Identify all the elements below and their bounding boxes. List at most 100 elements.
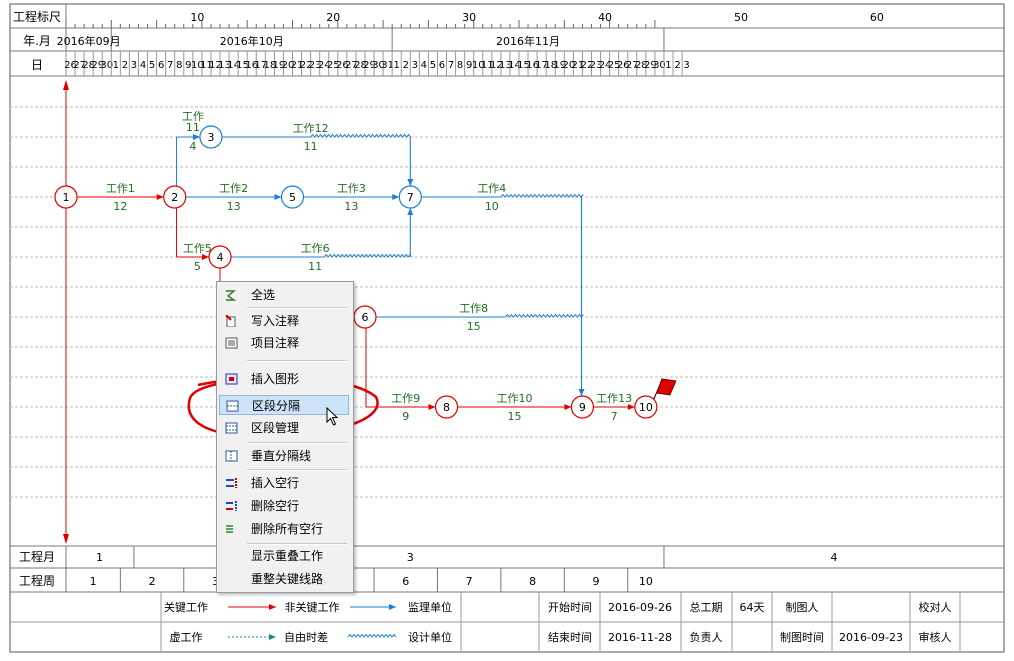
day-number: 15	[236, 60, 249, 71]
menu-item-label: 写入注释	[251, 314, 300, 328]
yearmonth-label: 年.月	[23, 34, 51, 48]
arrow-head	[202, 254, 210, 260]
activity-duration: 4	[189, 140, 196, 153]
vertical-divider-icon	[225, 450, 238, 462]
ruler-tick-label: 30	[462, 11, 476, 24]
day-number: 4	[421, 60, 427, 71]
menu-item-label: 全选	[251, 288, 276, 302]
day-number: 2	[403, 60, 409, 71]
legend-end-value: 2016-11-28	[608, 631, 672, 644]
node-circle	[163, 185, 187, 209]
day-number: 24	[318, 60, 331, 71]
legend-total-value: 64天	[740, 601, 765, 614]
menu-item-insert-shape[interactable]: 插入图形	[219, 369, 349, 389]
day-number: 1	[394, 60, 400, 71]
day-number: 29	[644, 60, 657, 71]
activity-duration: 11	[304, 140, 318, 153]
arrow-head	[428, 404, 436, 410]
day-number: 17	[535, 60, 548, 71]
activity-label: 工作13	[596, 392, 632, 405]
menu-item-section-manage[interactable]: 区段管理	[219, 418, 349, 438]
menu-separator	[247, 307, 347, 309]
footer-week-value: 9	[593, 575, 600, 588]
day-number: 22	[581, 60, 594, 71]
day-number: 10	[472, 60, 485, 71]
menu-item-delete-row[interactable]: 删除空行	[219, 496, 349, 516]
node-circle	[634, 395, 658, 419]
activity-duration: 12	[113, 200, 127, 213]
node-number: 5	[289, 191, 296, 204]
arrow-head	[389, 604, 396, 610]
section-divider-icon	[226, 400, 239, 412]
day-number: 13	[218, 60, 231, 71]
activity-duration: 11	[186, 121, 200, 134]
node-circle	[208, 245, 232, 269]
day-number: 21	[572, 60, 585, 71]
day-number: 9	[185, 60, 191, 71]
day-number: 6	[439, 60, 445, 71]
delete-all-rows-icon	[225, 523, 238, 535]
chart-frame	[9, 3, 1005, 653]
menu-item-show-overlap[interactable]: 显示重叠工作	[219, 546, 349, 566]
menu-item-project-note[interactable]: 项目注释	[219, 333, 349, 353]
day-number: 7	[448, 60, 454, 71]
node-number: 7	[407, 191, 414, 204]
menu-separator	[247, 543, 347, 545]
day-number: 22	[300, 60, 313, 71]
day-number: 19	[273, 60, 286, 71]
day-number: 7	[167, 60, 173, 71]
day-number: 30	[372, 60, 385, 71]
menu-item-select-all[interactable]: 全选	[219, 285, 349, 305]
arrow-head	[407, 208, 414, 215]
legend-supervisor-label: 监理单位	[408, 600, 452, 614]
arrow-head	[274, 194, 282, 200]
footer-month-value: 3	[407, 551, 414, 564]
day-number: 3	[131, 60, 137, 71]
activity-label: 工作5	[183, 242, 212, 255]
arrow-head	[192, 134, 200, 140]
activity-duration: 5	[194, 260, 201, 273]
ruler-tick-label: 20	[326, 11, 340, 24]
node-circle	[280, 185, 305, 209]
legend-drawdate-value: 2016-09-23	[839, 631, 903, 644]
menu-item-label: 重整关键线路	[251, 572, 324, 586]
day-number: 4	[140, 60, 146, 71]
menu-item-rearrange-critical-path[interactable]: 重整关键线路	[219, 569, 349, 589]
menu-item-vertical-divider[interactable]: 垂直分隔线	[219, 446, 349, 466]
day-number: 12	[209, 60, 222, 71]
month-label: 2016年10月	[220, 34, 284, 48]
activity-duration: 13	[344, 200, 358, 213]
menu-item-insert-row[interactable]: 插入空行	[219, 473, 349, 493]
menu-item-delete-all-rows[interactable]: 删除所有空行	[219, 519, 349, 539]
node-circle	[199, 125, 223, 149]
day-number: 30	[653, 60, 666, 71]
menu-item-write-note[interactable]: 写入注释	[219, 311, 349, 331]
menu-item-label: 插入空行	[251, 476, 300, 490]
day-number: 11	[200, 60, 213, 71]
legend-critical-label: 关键工作	[164, 600, 208, 614]
menu-item-label: 删除所有空行	[251, 522, 324, 536]
legend-end-label: 结束时间	[548, 631, 592, 644]
footer-week-value: 6	[402, 575, 409, 588]
day-number: 31	[381, 60, 394, 71]
day-number: 28	[635, 60, 648, 71]
legend-noncritical-label: 非关键工作	[285, 600, 340, 614]
section-manage-icon	[225, 422, 238, 434]
day-number: 20	[562, 60, 575, 71]
menu-item-label: 垂直分隔线	[251, 449, 312, 463]
day-number: 19	[553, 60, 566, 71]
day-number: 16	[526, 60, 539, 71]
ruler-tick-label: 40	[598, 11, 612, 24]
ruler-tick-label: 60	[870, 11, 884, 24]
free-float-wave	[347, 633, 397, 638]
day-number: 13	[499, 60, 512, 71]
day-number: 18	[544, 60, 557, 71]
context-menu: 全选 写入注释 项目注释 插入图形 区段分隔 区段管理 垂直分隔线 插入空行 删…	[216, 281, 354, 593]
free-float-wave	[310, 133, 411, 138]
mouse-cursor-icon	[326, 407, 339, 426]
ruler-label: 工程标尺	[13, 9, 61, 24]
activity-duration: 15	[507, 410, 521, 423]
day-number: 5	[149, 60, 155, 71]
menu-item-section-divider[interactable]: 区段分隔	[219, 395, 349, 415]
